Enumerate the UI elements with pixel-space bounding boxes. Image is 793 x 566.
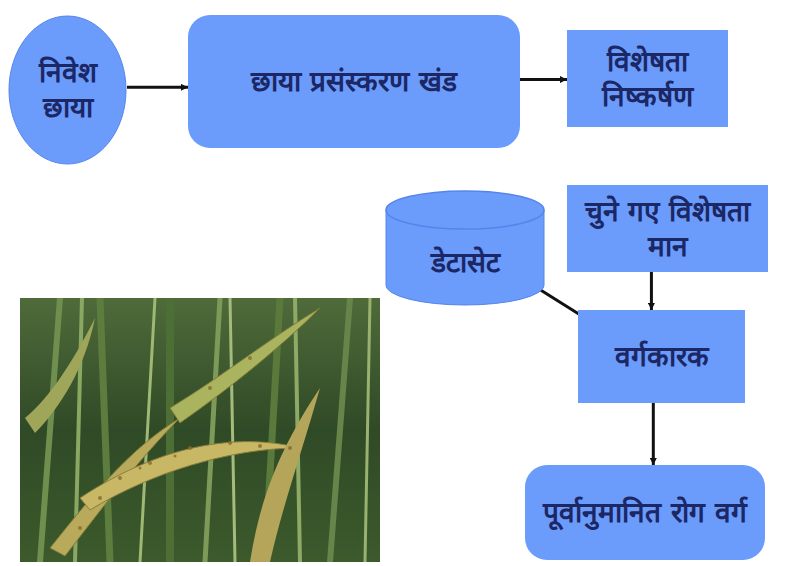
- node-label: विशेषता निष्कर्षण: [575, 44, 720, 114]
- node-label: चुने गए विशेषता मान: [575, 194, 760, 264]
- node-label: निवेश छाया: [15, 55, 120, 125]
- wheat-leaf-photo: [20, 298, 380, 562]
- arrow-connector: [650, 272, 653, 310]
- process-box: विशेषता निष्कर्षण: [567, 30, 728, 127]
- process-box: चुने गए विशेषता मान: [567, 185, 768, 272]
- node-label: छाया प्रसंस्करण खंड: [251, 64, 458, 99]
- database-cylinder: डेटासेट: [385, 190, 545, 305]
- process-box: छाया प्रसंस्करण खंड: [188, 15, 520, 148]
- node-label: पूर्वानुमानित रोग वर्ग: [543, 495, 747, 530]
- input-ellipse: निवेश छाया: [8, 15, 127, 165]
- arrow-connector: [127, 86, 188, 89]
- node-label: वर्गकारक: [615, 339, 709, 374]
- output-box: पूर्वानुमानित रोग वर्ग: [525, 465, 765, 560]
- arrow-connector: [652, 403, 655, 465]
- arrow-connector: [520, 78, 567, 81]
- process-box: वर्गकारक: [578, 310, 745, 403]
- node-label: डेटासेट: [431, 245, 500, 280]
- ellipse-outline: [8, 15, 127, 165]
